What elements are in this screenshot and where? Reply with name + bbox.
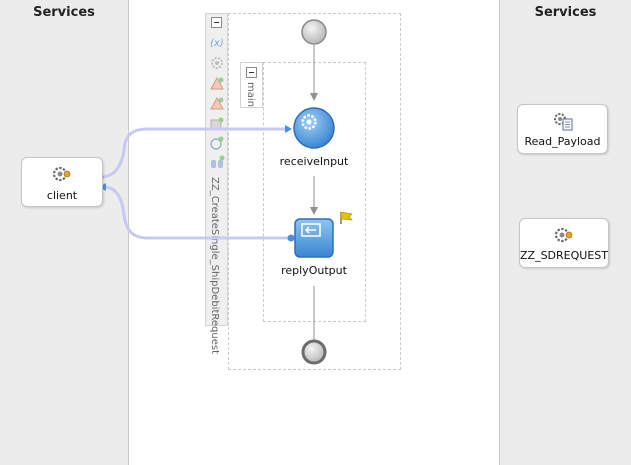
wire-endpoint-reply[interactable] (287, 234, 295, 242)
partner-link-icon[interactable] (209, 115, 225, 131)
process-toolbar: (x) (205, 13, 228, 326)
read-payload-label: Read_Payload (524, 135, 601, 148)
reply-icon (301, 223, 321, 237)
wire-arrow-receive (285, 125, 292, 133)
end-event[interactable] (301, 339, 327, 365)
lane-title-right: Services (534, 5, 597, 20)
gear-service-icon (554, 227, 573, 243)
process-scope[interactable] (228, 13, 401, 370)
client-service[interactable]: client (21, 157, 103, 207)
variables-icon[interactable]: (x) (209, 34, 225, 50)
warning-flag-icon[interactable] (340, 211, 353, 224)
client-label: client (46, 189, 78, 202)
receive-activity[interactable] (293, 107, 335, 149)
main-scope-label: main (245, 82, 256, 107)
main-scope-tab[interactable] (240, 62, 263, 108)
process-name-label: ZZ_CreateSingle_ShipDebitRequest (209, 177, 220, 355)
event-icon[interactable] (209, 135, 225, 151)
gear-icon[interactable] (209, 55, 225, 71)
sdrequest-label: ZZ_SDREQUEST (520, 249, 608, 262)
receive-activity-label: receiveInput (279, 155, 349, 168)
start-event[interactable] (301, 19, 327, 45)
message-icon[interactable] (209, 95, 225, 111)
collapse-icon[interactable] (246, 67, 257, 78)
read-payload-service[interactable]: Read_Payload (517, 104, 608, 154)
gear-document-icon (553, 113, 572, 131)
wire-reply-to-client[interactable] (103, 185, 292, 240)
sdrequest-service[interactable]: ZZ_SDREQUEST (519, 218, 609, 268)
reply-activity[interactable] (294, 218, 334, 258)
svg-text:(x): (x) (210, 38, 224, 49)
receive-gear-icon (301, 114, 317, 130)
lane-title-left: Services (33, 5, 95, 20)
correlation-icon[interactable] (209, 75, 225, 91)
services-lane-left: Services (0, 0, 129, 465)
binoculars-icon[interactable] (209, 155, 225, 171)
reply-activity-label: replyOutput (281, 264, 347, 277)
collapse-icon[interactable] (211, 17, 222, 28)
wire-client-to-receive[interactable] (100, 127, 290, 179)
gear-service-icon (52, 166, 71, 182)
